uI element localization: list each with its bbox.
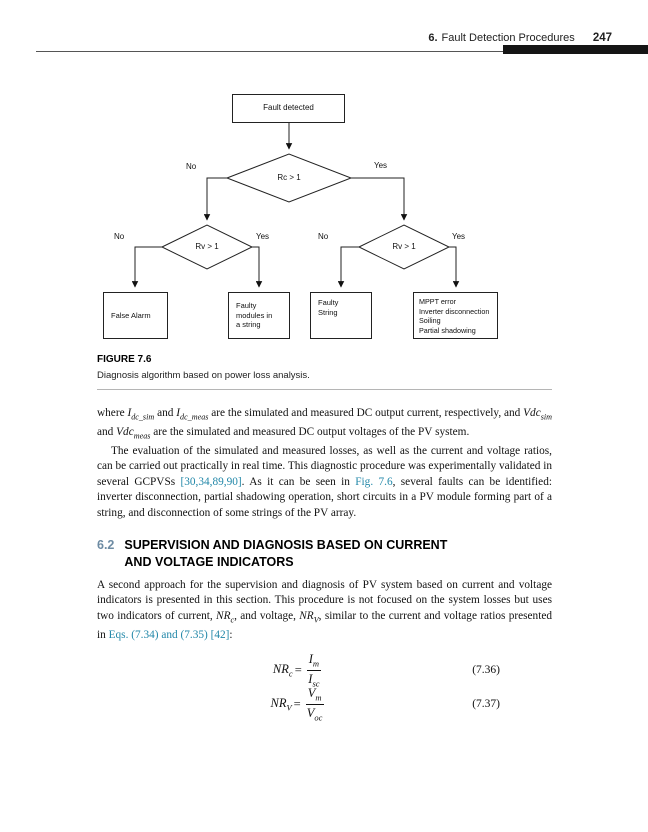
section-title: SUPERVISION AND DIAGNOSIS BASED ON CURRE… [124,537,448,569]
header-rule [36,51,612,52]
equation-7-37: NRV = Vm Voc (7.37) [97,685,552,723]
branch-label-no: No [114,232,125,241]
equations-block: NRc = Im Isc (7.36) NRV = Vm Voc (7.37) [97,651,552,723]
chapter-title: Fault Detection Procedures [441,32,575,44]
caption-rule [97,389,552,390]
fraction: Vm Voc [305,685,324,723]
flowchart-box-faulty-modules: Faulty modules in a string [228,292,290,339]
figure-caption-block: FIGURE 7.6 Diagnosis algorithm based on … [97,354,552,381]
flowchart-box-faulty-string: Faulty String [310,292,372,339]
equation-number: (7.37) [472,698,500,711]
paragraph-evaluation: The evaluation of the simulated and meas… [97,444,552,520]
flowchart-box-mppt-error: MPPT error Inverter disconnection Soilin… [413,292,498,339]
fraction: Im Isc [306,651,322,689]
figure-7-6: Fault detected Rc > 1 Rv > 1 Rv > 1 No Y… [0,92,648,381]
branch-label-yes: Yes [374,161,388,170]
branch-label-yes: Yes [256,232,270,241]
section-number: 6.2 [97,537,115,552]
section-heading-6-2: 6.2 SUPERVISION AND DIAGNOSIS BASED ON C… [97,537,552,571]
branch-label-no: No [318,232,329,241]
arrow-rc-yes [351,177,408,221]
arrow-rv-right-no [337,246,359,288]
paragraph-second-approach: A second approach for the supervision an… [97,578,552,641]
equation-expression: NRV = Vm Voc [270,685,324,723]
flowchart-decision-rc: Rc > 1 [277,173,301,182]
citation-link[interactable]: [30,34,89,90] [180,475,242,488]
flowchart-box-fault-detected: Fault detected [232,94,345,123]
arrow-rv-left-yes [252,246,263,288]
branch-label-yes: Yes [452,232,466,241]
page-header: 6.Fault Detection Procedures 247 [36,32,612,44]
chapter-number: 6. [428,32,438,44]
flowchart-connectors [131,123,460,288]
arrow-rv-right-yes [449,246,460,288]
page-number: 247 [592,32,612,44]
citation-link[interactable]: [42] [210,628,230,641]
figure-caption: Diagnosis algorithm based on power loss … [97,370,310,381]
flowchart-decision-rv-right: Rv > 1 [392,242,416,251]
chapter-tab-bar [503,45,648,54]
arrow-rc-no [203,177,227,221]
body-text: where Idc_sim and Idc_meas are the simul… [97,406,553,723]
arrow-rv-left-no [131,246,162,288]
paragraph-where: where Idc_sim and Idc_meas are the simul… [97,407,553,441]
flowchart-decision-rv-left: Rv > 1 [195,242,219,251]
equation-link[interactable]: Eqs. (7.34) and (7.35) [108,628,208,641]
flowchart-diagram: Fault detected Rc > 1 Rv > 1 Rv > 1 No Y… [0,92,648,350]
flowchart-box-false-alarm: False Alarm [103,292,168,339]
branch-label-no: No [186,162,197,171]
figure-link[interactable]: Fig. 7.6 [355,475,393,488]
equation-number: (7.36) [472,664,500,677]
figure-label: FIGURE 7.6 [97,354,152,365]
equation-7-36: NRc = Im Isc (7.36) [97,651,552,689]
equation-expression: NRc = Im Isc [272,651,322,689]
